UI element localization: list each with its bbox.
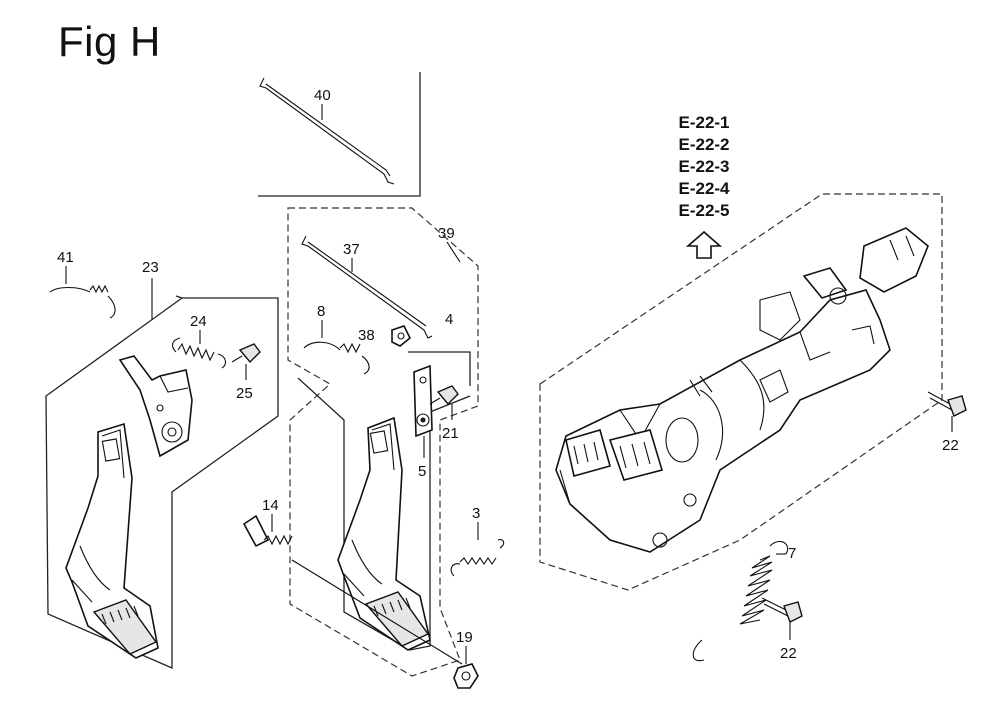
callout-37: 37 <box>343 241 360 258</box>
rod-40-boundary <box>258 72 421 197</box>
spring-14 <box>242 514 463 665</box>
callout-40: 40 <box>314 87 331 104</box>
rod-40 <box>259 77 395 185</box>
reference-page-link[interactable]: E-22-2 <box>678 135 730 154</box>
leader-39 <box>446 241 461 263</box>
assembly-39-boundary <box>287 207 479 677</box>
bolt-21 <box>429 385 459 406</box>
control-base-assembly <box>555 227 929 553</box>
right-assembly-boundary <box>539 193 943 591</box>
spring-24 <box>171 337 227 369</box>
nut-19 <box>453 663 479 689</box>
bolt-25 <box>231 343 261 364</box>
callout-41: 41 <box>57 249 74 266</box>
callout-4: 4 <box>445 311 453 328</box>
bracket-4-boundary <box>408 351 471 386</box>
clip-38 <box>391 325 412 347</box>
spring-3 <box>450 539 505 577</box>
callout-14: 14 <box>262 497 279 514</box>
figure-title: Fig H <box>58 18 161 65</box>
pivot-bracket-left <box>118 355 193 458</box>
spring-41 <box>49 284 116 319</box>
callout-22-lower: 22 <box>780 645 797 662</box>
callout-8: 8 <box>317 303 325 320</box>
reference-page-link[interactable]: E-22-3 <box>678 157 730 176</box>
callout-19: 19 <box>456 629 473 646</box>
up-arrow-icon <box>685 230 723 259</box>
assembly-23-boundary <box>45 297 279 669</box>
reference-page-link[interactable]: E-22-5 <box>678 201 730 220</box>
callout-25: 25 <box>236 385 253 402</box>
rod-37 <box>301 235 433 339</box>
pedal-left <box>65 422 159 659</box>
callout-24: 24 <box>190 313 207 330</box>
callout-39: 39 <box>438 225 455 242</box>
callout-23: 23 <box>142 259 159 276</box>
callout-5: 5 <box>418 463 426 480</box>
reference-page-link[interactable]: E-22-4 <box>678 179 730 198</box>
spring-7 <box>692 540 788 662</box>
spring-8 <box>303 341 370 375</box>
plate-5 <box>413 364 433 438</box>
callout-7: 7 <box>788 545 796 562</box>
bolt-22-upper <box>927 391 967 417</box>
reference-page-link[interactable]: E-22-1 <box>678 113 730 132</box>
callout-22-upper: 22 <box>942 437 959 454</box>
bolt-22-lower <box>761 597 803 623</box>
callout-21: 21 <box>442 425 459 442</box>
reference-page-list: E-22-1 E-22-2 E-22-3 E-22-4 E-22-5 <box>662 112 746 222</box>
pedal-center <box>337 416 431 651</box>
callout-38: 38 <box>358 327 375 344</box>
callout-3: 3 <box>472 505 480 522</box>
assembly-23-inner-boundary <box>175 295 183 299</box>
